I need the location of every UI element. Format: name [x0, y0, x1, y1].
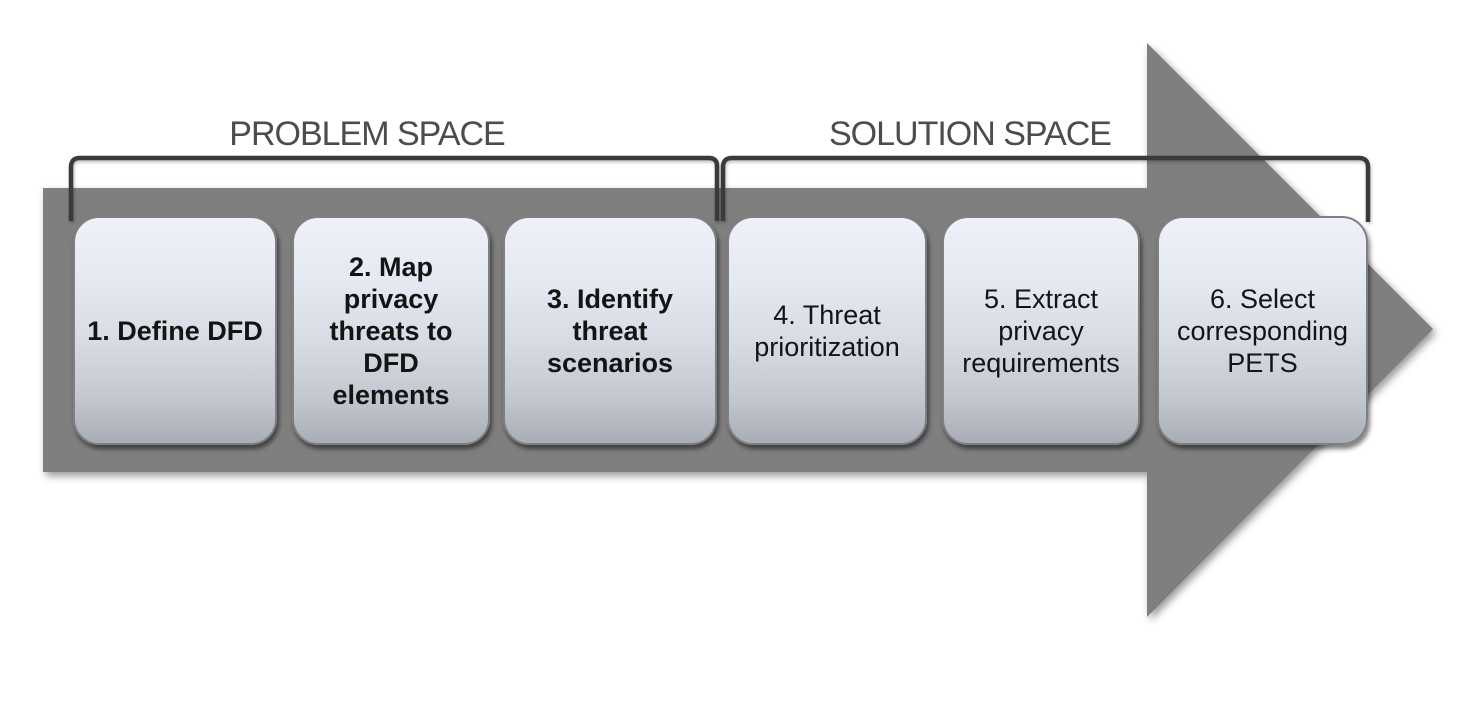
step-box-identify-threat-scenarios: 3. Identify threat scenarios: [503, 216, 717, 445]
step-label: 6. Select corresponding PETS: [1176, 283, 1349, 378]
step-label: 3. Identify threat scenarios: [546, 283, 674, 378]
step-label: 2. Map privacy threats to DFD elements: [329, 251, 453, 410]
step-label: 5. Extract privacy requirements: [962, 283, 1120, 378]
solution-space-label: SOLUTION SPACE: [829, 115, 1112, 153]
step-box-select-corresponding-pets: 6. Select corresponding PETS: [1157, 216, 1368, 445]
step-label: 1. Define DFD: [87, 315, 263, 346]
step-box-threat-prioritization: 4. Threat prioritization: [727, 216, 927, 445]
step-box-define-dfd: 1. Define DFD: [73, 216, 277, 445]
step-box-map-privacy-threats: 2. Map privacy threats to DFD elements: [292, 216, 490, 445]
step-label: 4. Threat prioritization: [754, 299, 900, 362]
solution-space-bracket: [720, 155, 1371, 222]
problem-space-label: PROBLEM SPACE: [229, 115, 505, 153]
step-box-extract-privacy-requirements: 5. Extract privacy requirements: [942, 216, 1140, 445]
problem-space-bracket: [68, 155, 720, 221]
